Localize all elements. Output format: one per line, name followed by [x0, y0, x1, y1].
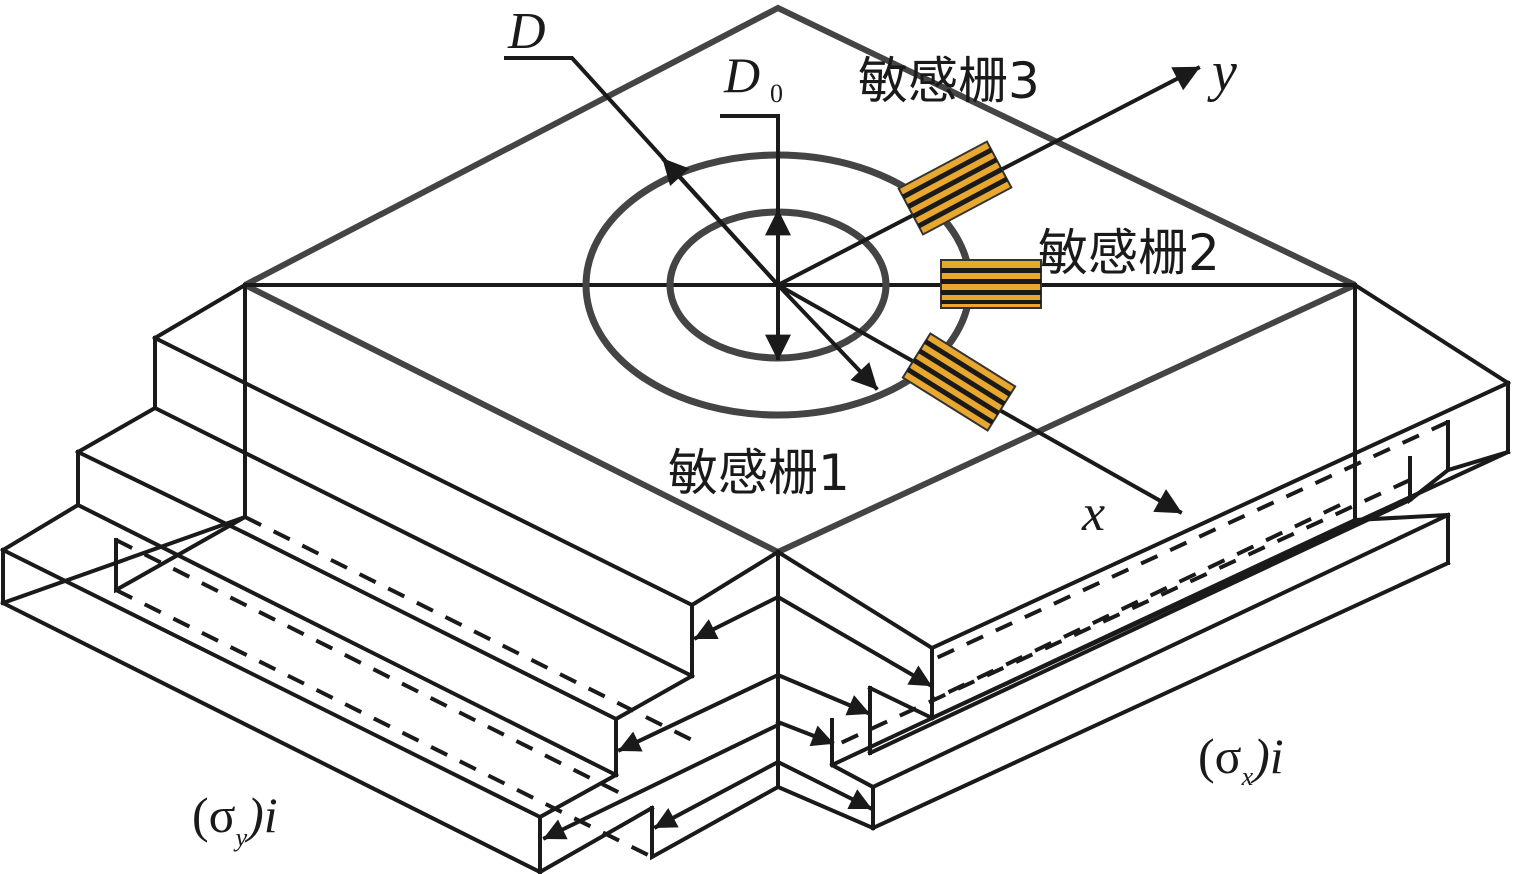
arrow-sigma-y-1 — [693, 594, 781, 641]
left-step-block — [0, 282, 781, 874]
arrow-sigma-y-3 — [542, 722, 781, 841]
label-sigma-y-i: (σy)i — [192, 787, 278, 852]
label-x-axis: x — [1081, 485, 1105, 542]
sensitive-grid-1 — [901, 332, 1017, 432]
label-grid-3: 敏感栅3 — [858, 52, 1040, 110]
arrow-sigma-x-3 — [775, 719, 835, 747]
sensitive-grid-3 — [897, 140, 1013, 236]
svg-text:(σx)i: (σx)i — [1198, 728, 1284, 791]
right-step-block — [775, 282, 1511, 831]
arrow-sigma-x-4 — [775, 759, 873, 811]
label-grid-2: 敏感栅2 — [1038, 224, 1220, 282]
arrow-sigma-x-1 — [775, 594, 933, 688]
svg-text:(σy)i: (σy)i — [192, 787, 278, 852]
plate-front-edge — [243, 282, 1357, 556]
label-D0-subscript: 0 — [770, 79, 783, 108]
label-D: D — [507, 3, 546, 60]
label-sigma-x-i: (σx)i — [1198, 728, 1284, 791]
D-arrow-2 — [775, 282, 879, 391]
label-D0: D — [723, 47, 760, 103]
center-edge — [542, 550, 933, 841]
diameter-indicators — [504, 56, 879, 391]
arrow-sigma-x-2 — [775, 672, 871, 716]
label-grid-1: 敏感栅1 — [668, 444, 850, 502]
label-y-axis: y — [1207, 41, 1237, 103]
arrow-sigma-y-4 — [653, 759, 781, 830]
sensitive-grid-2 — [940, 259, 1042, 309]
arrow-sigma-y-2 — [617, 672, 781, 753]
plate-back-edge — [243, 4, 1357, 288]
D-arrow — [661, 157, 781, 288]
